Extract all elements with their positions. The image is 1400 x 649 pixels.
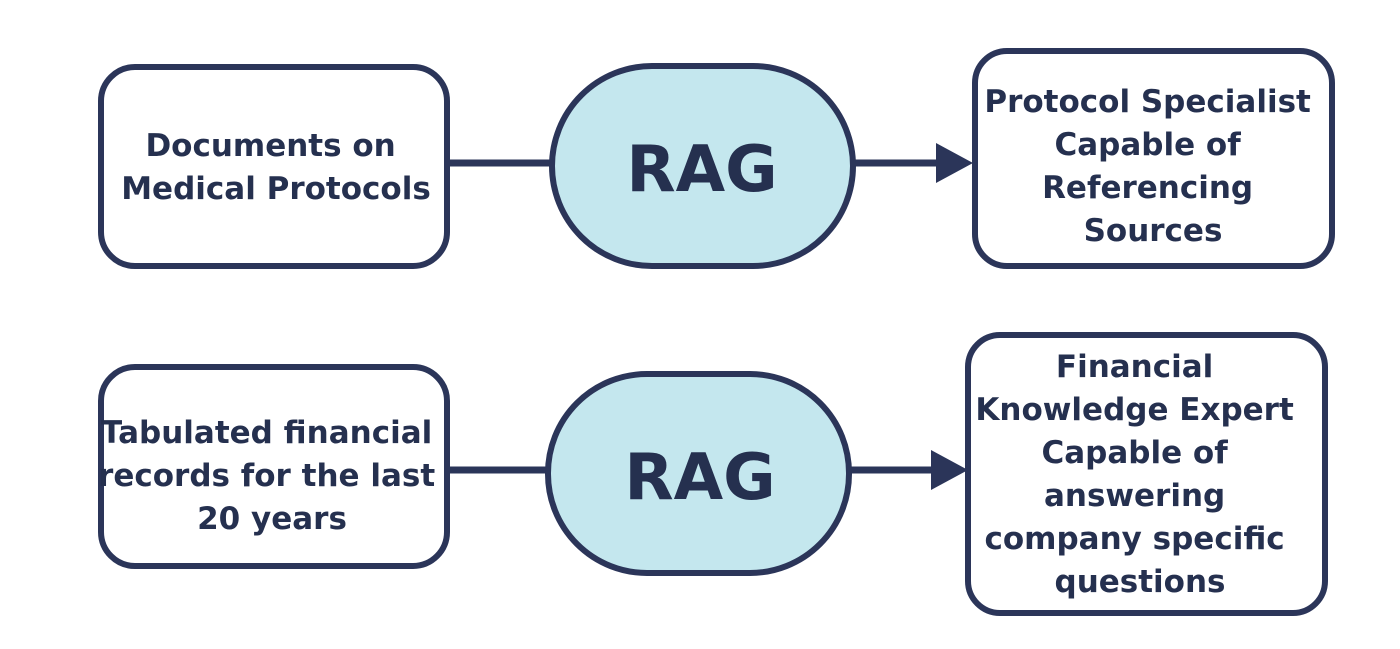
arrowhead-icon <box>931 450 968 490</box>
source-box <box>98 64 450 269</box>
target-label-line: Capable of <box>1042 435 1229 471</box>
rag-hub-label: RAG <box>624 441 775 515</box>
target-label-line: questions <box>1055 564 1226 600</box>
rag-hub-label: RAG <box>626 133 777 207</box>
svg-text:Financial Knowledge Expe: Financial Knowledge Expert Capable of an… <box>975 349 1304 600</box>
target-box <box>972 48 1335 269</box>
svg-text:Protocol Specialist Capa: Protocol Specialist Capable of Referenci… <box>984 84 1321 249</box>
target-label-line: Referencing <box>1042 170 1253 206</box>
target-box <box>965 332 1328 616</box>
target-label-line: Capable of <box>1055 127 1242 163</box>
arrowhead-icon <box>936 143 973 183</box>
flow-medical-protocols: Documents on Medical Protocols RAG Proto… <box>98 48 1335 269</box>
source-label-line: Medical Protocols <box>121 171 431 207</box>
source-label-line: records for the last <box>98 458 435 494</box>
target-label-line: answering <box>1044 478 1225 514</box>
source-label-line: Documents on <box>145 128 395 164</box>
source-label-line: 20 years <box>197 501 347 537</box>
flow-financial-records: Tabulated financial records for the last… <box>98 332 1328 616</box>
source-box <box>98 364 450 569</box>
target-label-line: Knowledge Expert <box>975 392 1294 428</box>
rag-hub <box>545 371 852 576</box>
target-label-line: Financial <box>1056 349 1213 385</box>
target-label-line: company specific <box>985 521 1285 557</box>
target-label-line: Sources <box>1084 213 1223 249</box>
rag-hub <box>549 63 856 269</box>
svg-text:Tabulated financial reco: Tabulated financial records for the last… <box>98 415 446 537</box>
svg-text:Documents on Medical Pro: Documents on Medical Protocols <box>121 128 431 207</box>
source-label-line: Tabulated financial <box>101 415 432 451</box>
target-label-line: Protocol Specialist <box>984 84 1311 120</box>
